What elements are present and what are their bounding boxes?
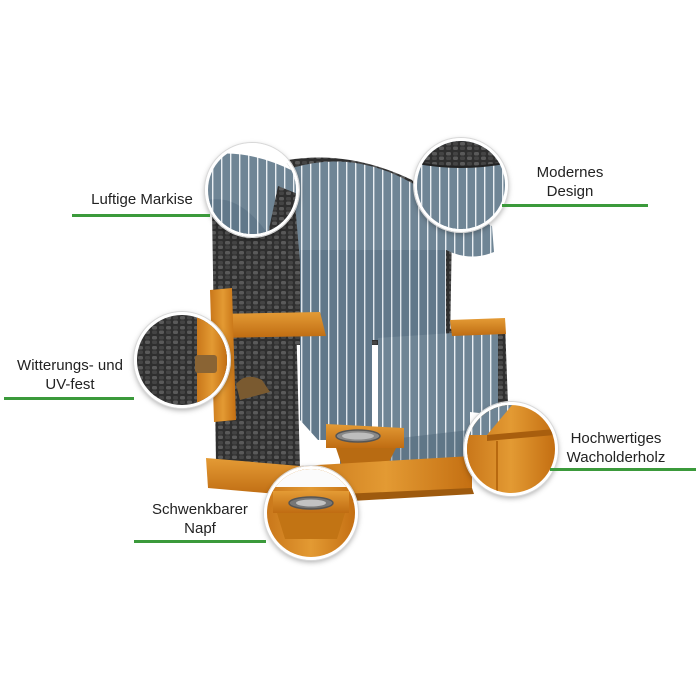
label-napf: Schwenkbarer Napf	[142, 500, 258, 538]
label-design-line-1: Modernes	[536, 164, 604, 181]
callout-image-design	[414, 138, 508, 232]
label-holz-line-2: Wacholderholz	[566, 449, 666, 466]
label-design: Modernes Design	[520, 163, 620, 201]
label-markise-line-1: Luftige Markise	[91, 191, 193, 208]
divider-holz	[550, 468, 696, 471]
wicker-top-detail-image	[417, 141, 505, 229]
label-witterung-line-1: Witterungs- und	[17, 357, 123, 374]
divider-markise	[72, 214, 210, 217]
divider-napf	[134, 540, 266, 543]
callout-image-markise	[205, 143, 299, 237]
divider-design	[502, 204, 648, 207]
canopy-detail-image	[208, 146, 296, 234]
label-holz: Hochwertiges Wacholderholz	[558, 429, 674, 467]
callout-image-napf	[264, 466, 358, 560]
label-witterung-line-2: UV-fest	[45, 376, 95, 393]
label-witterung: Witterungs- und UV-fest	[8, 356, 132, 394]
wood-detail-image	[467, 405, 555, 493]
wicker-weave-detail-image	[137, 315, 227, 405]
divider-witterung	[4, 397, 134, 400]
label-markise: Luftige Markise	[82, 190, 202, 209]
callout-image-witterung	[134, 312, 230, 408]
label-holz-line-1: Hochwertiges	[570, 430, 662, 447]
bowl-detail-image	[267, 469, 355, 557]
label-napf-line-2: Napf	[184, 520, 216, 537]
label-napf-line-1: Schwenkbarer	[152, 501, 248, 518]
callout-image-holz	[464, 402, 558, 496]
label-design-line-2: Design	[546, 183, 594, 200]
